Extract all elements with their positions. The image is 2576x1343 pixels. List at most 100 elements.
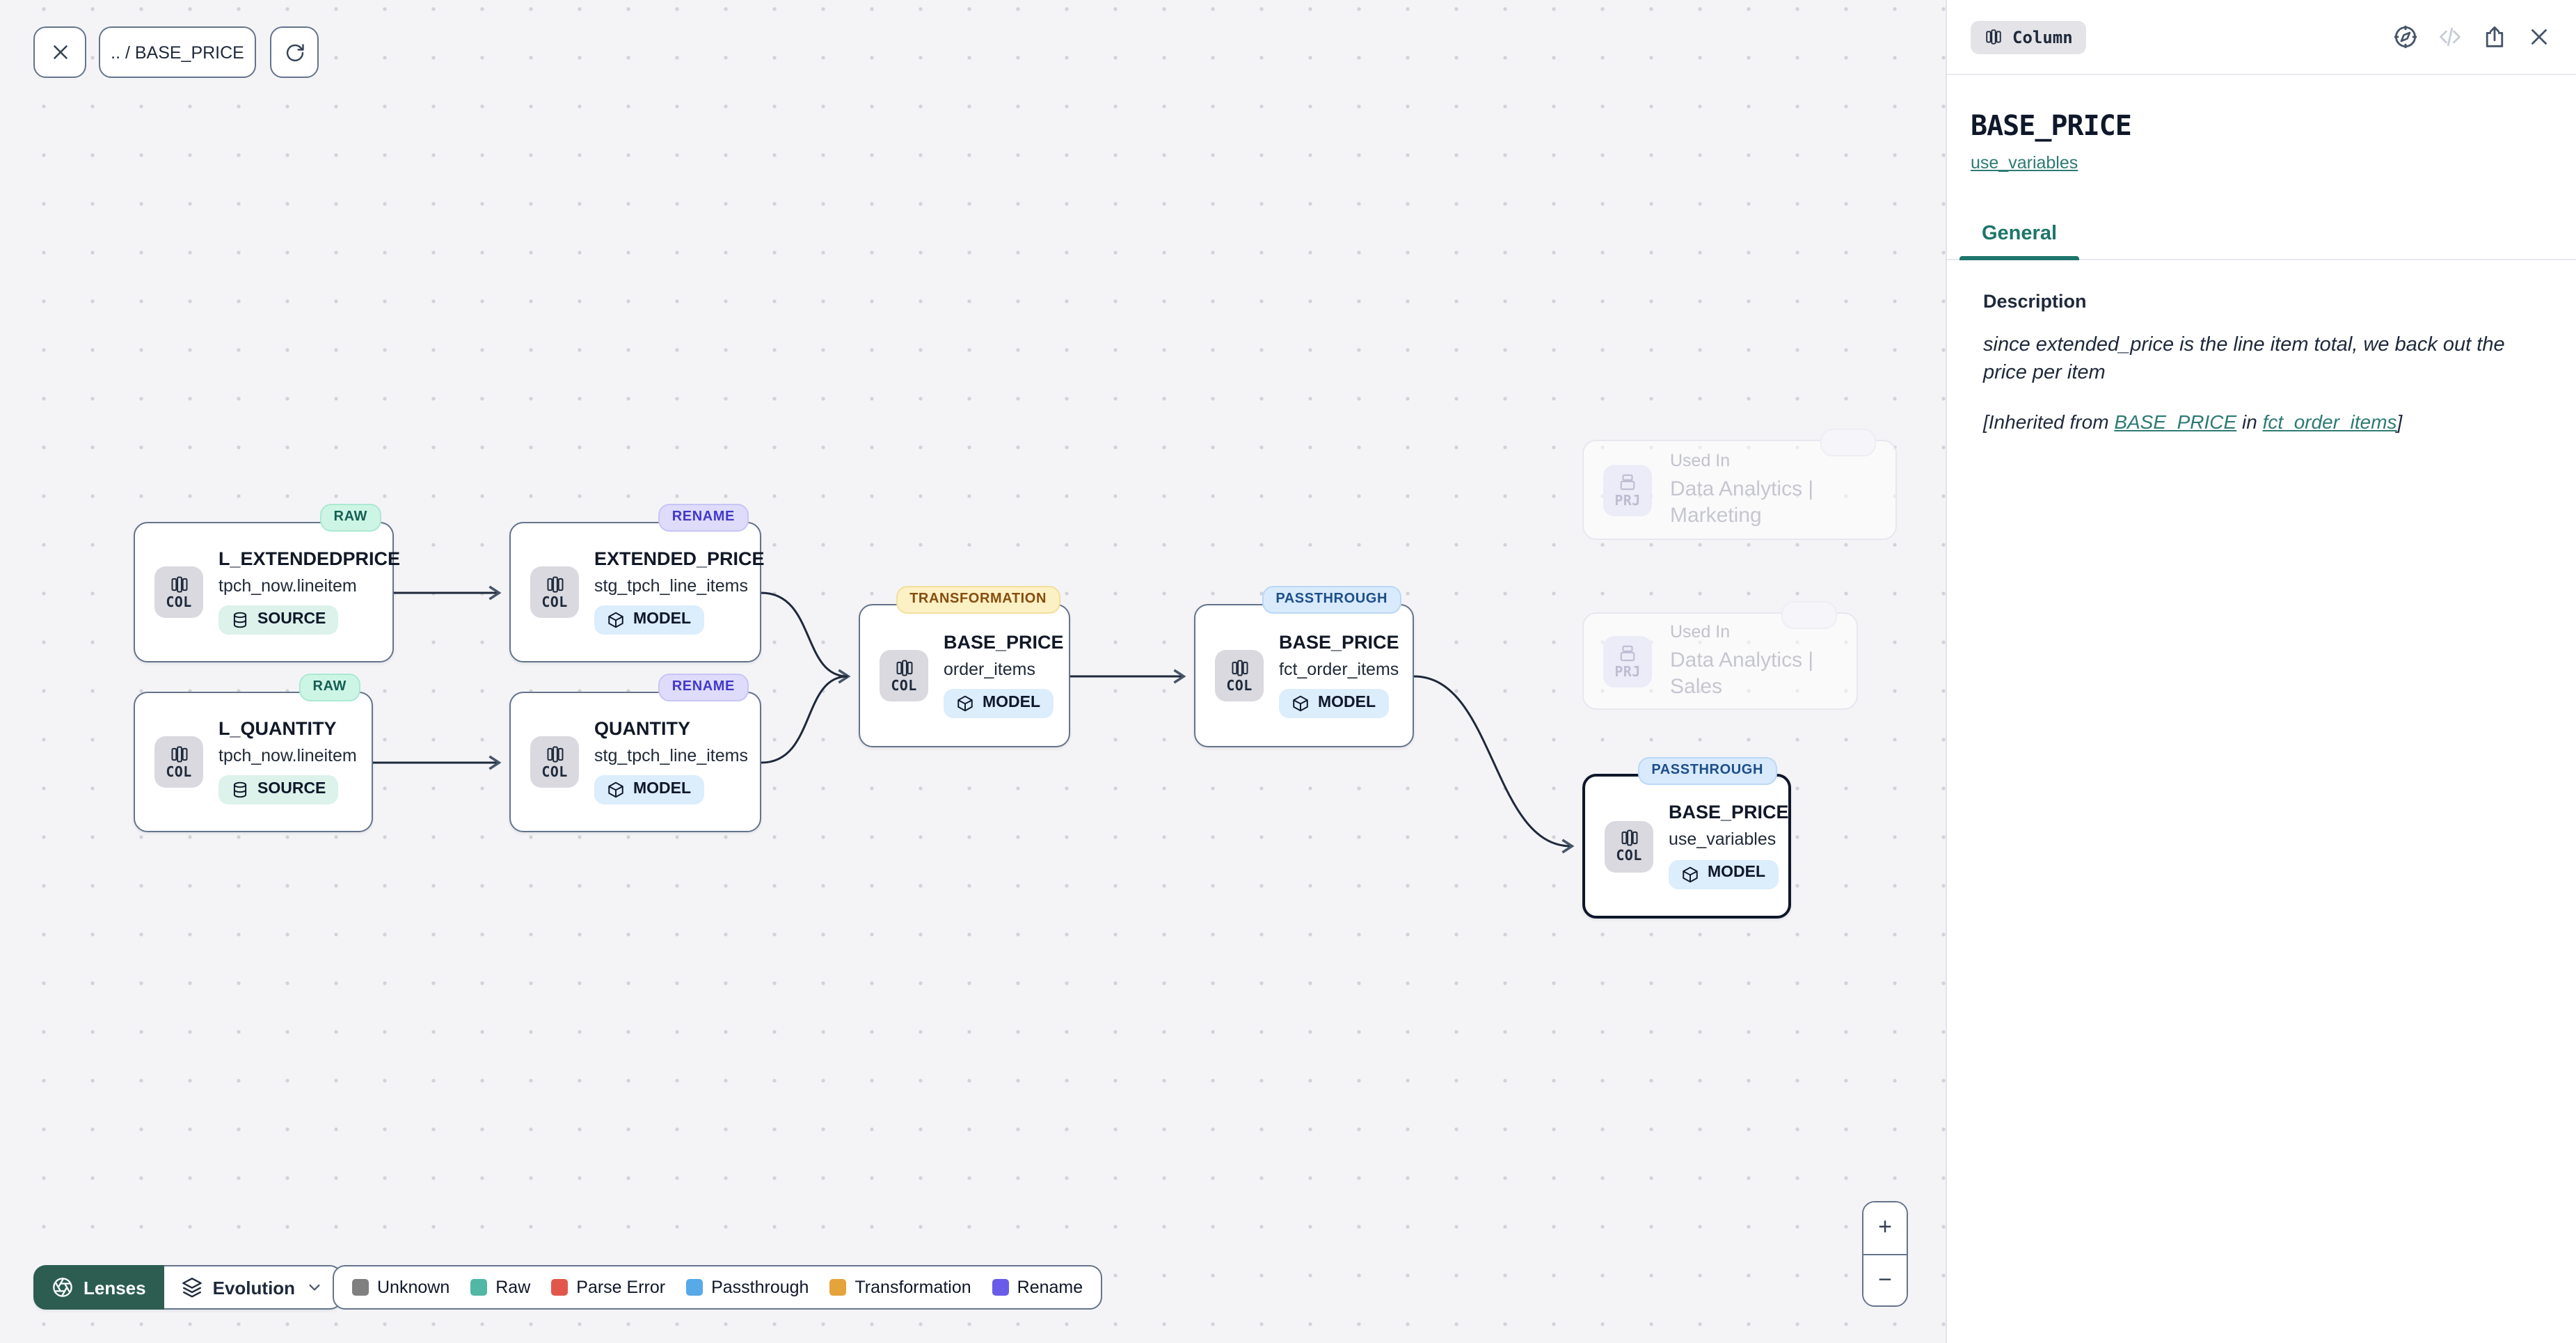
legend-label: Unknown — [377, 1278, 450, 1297]
node-kind-label: MODEL — [1318, 694, 1376, 711]
ghost-title: Data Analytics | Sales — [1670, 648, 1814, 699]
close-icon — [48, 40, 72, 64]
share-button[interactable] — [2481, 24, 2508, 50]
database-icon — [231, 611, 249, 629]
refresh-button[interactable] — [270, 26, 319, 78]
zoom-control: + − — [1862, 1201, 1908, 1307]
legend-item: Passthrough — [686, 1278, 809, 1297]
ghost-node-used-in-sales[interactable]: PRJ Used In Data Analytics | Sales — [1582, 601, 1858, 710]
ghost-used-in-label: Used In — [1670, 622, 1731, 642]
node-title: BASE_PRICE — [1279, 631, 1399, 653]
node-title: EXTENDED_PRICE — [594, 548, 765, 569]
column-type-chip: COL — [530, 736, 579, 788]
column-type-chip: COL — [1215, 650, 1264, 701]
share-icon — [2481, 24, 2508, 50]
view-selector-dropdown[interactable]: Evolution — [164, 1265, 343, 1310]
legend-label: Rename — [1017, 1278, 1083, 1297]
node-kind-label: MODEL — [633, 610, 692, 628]
node-subtitle: fct_order_items — [1279, 659, 1399, 679]
inherited-prefix: [Inherited from — [1983, 410, 2115, 433]
explore-lineage-button[interactable] — [2392, 24, 2419, 50]
legend-swatch — [992, 1279, 1009, 1296]
cube-icon — [956, 694, 974, 713]
tab-general-label: General — [1982, 223, 2057, 245]
close-panel-button[interactable] — [2526, 24, 2552, 50]
project-type-chip: PRJ — [1603, 464, 1652, 516]
column-icon — [1985, 28, 2003, 46]
lineage-node-extended-price[interactable]: RENAME COL EXTENDED_PRICE stg_tpch_line_… — [509, 504, 765, 662]
lineage-node-l-quantity[interactable]: RAW COL L_QUANTITY tpch_now.lineitem SOU… — [134, 674, 373, 832]
node-title: BASE_PRICE — [944, 631, 1064, 653]
zoom-out-button[interactable]: − — [1863, 1255, 1907, 1305]
legend-label: Parse Error — [576, 1278, 666, 1297]
panel-title: BASE_PRICE — [1971, 109, 2132, 142]
node-subtitle: order_items — [944, 659, 1035, 679]
cube-icon — [1681, 865, 1699, 883]
node-kind-label: MODEL — [1708, 864, 1766, 882]
panel-tabs: General — [1947, 212, 2576, 260]
description-heading: Description — [1983, 291, 2087, 312]
ghost-node-used-in-marketing[interactable]: PRJ Used In Data Analytics | Marketing — [1582, 429, 1897, 540]
node-status-badge: PASSTHROUGH — [1637, 757, 1777, 785]
column-icon — [894, 658, 914, 677]
legend-item: Parse Error — [551, 1278, 665, 1297]
node-kind-label: MODEL — [983, 694, 1041, 711]
chip-label: COL — [166, 765, 192, 780]
node-kind-pill: MODEL — [1669, 859, 1779, 889]
lineage-node-base-price-order-items[interactable]: TRANSFORMATION COL BASE_PRICE order_item… — [859, 586, 1070, 747]
chevron-down-icon — [305, 1278, 324, 1297]
lineage-canvas[interactable]: .. / BASE_PRICE PRJ Used In Data Analyti… — [0, 0, 1946, 1343]
node-kind-label: SOURCE — [257, 780, 326, 797]
node-title: L_EXTENDEDPRICE — [218, 548, 401, 569]
chip-label: COL — [891, 678, 917, 694]
node-status-badge: RENAME — [658, 674, 749, 701]
node-kind-label: SOURCE — [257, 610, 326, 628]
legend-swatch — [829, 1279, 847, 1296]
model-link[interactable]: use_variables — [1971, 153, 2078, 173]
node-kind-pill: MODEL — [594, 775, 704, 805]
column-icon — [169, 574, 189, 594]
ghost-used-in-label: Used In — [1670, 451, 1731, 471]
close-view-button[interactable] — [33, 26, 86, 78]
node-title: QUANTITY — [594, 717, 690, 739]
lineage-node-base-price-use-variables[interactable]: PASSTHROUGH COL BASE_PRICE use_variables… — [1582, 757, 1791, 919]
node-subtitle: tpch_now.lineitem — [218, 575, 357, 596]
column-type-chip: COL — [1605, 820, 1653, 872]
zoom-in-button[interactable]: + — [1863, 1202, 1907, 1255]
aperture-icon — [51, 1276, 74, 1298]
node-subtitle: stg_tpch_line_items — [594, 575, 748, 596]
inherited-note: [Inherited from BASE_PRICE in fct_order_… — [1983, 410, 2540, 432]
entity-type-label: Column — [2012, 27, 2073, 47]
lineage-node-base-price-fct-order-items[interactable]: PASSTHROUGH COL BASE_PRICE fct_order_ite… — [1194, 586, 1414, 747]
lineage-node-l-extendedprice[interactable]: RAW COL L_EXTENDEDPRICE tpch_now.lineite… — [134, 504, 400, 662]
inherited-model-link[interactable]: BASE_PRICE — [2114, 410, 2237, 433]
inherited-table-link[interactable]: fct_order_items — [2262, 410, 2397, 433]
entity-type-badge: Column — [1971, 20, 2087, 54]
breadcrumb[interactable]: .. / BASE_PRICE — [99, 26, 256, 78]
legend-item: Transformation — [829, 1278, 971, 1297]
legend-swatch — [551, 1279, 569, 1296]
lineage-node-quantity[interactable]: RENAME COL QUANTITY stg_tpch_line_items … — [509, 674, 761, 832]
breadcrumb-label: .. / BASE_PRICE — [111, 42, 244, 62]
details-panel: Column BASE_PRICE use_variables General … — [1946, 0, 2576, 1343]
node-status-badge: RAW — [299, 674, 360, 701]
project-icon — [1617, 471, 1638, 492]
node-kind-pill: SOURCE — [218, 775, 339, 805]
database-icon — [231, 781, 249, 799]
code-icon — [2437, 24, 2463, 50]
legend-label: Raw — [495, 1278, 531, 1297]
tab-general[interactable]: General — [1959, 212, 2079, 260]
active-tab-indicator — [1959, 256, 2079, 260]
inherited-infix: in — [2236, 410, 2263, 433]
legend-label: Passthrough — [711, 1278, 809, 1297]
legend-swatch — [470, 1279, 488, 1296]
column-icon — [1230, 658, 1249, 677]
chip-label: COL — [1616, 849, 1642, 864]
cube-icon — [607, 611, 625, 629]
node-kind-pill: MODEL — [1279, 689, 1389, 719]
view-code-button[interactable] — [2437, 24, 2463, 50]
lenses-button[interactable]: Lenses — [33, 1265, 164, 1310]
node-subtitle: stg_tpch_line_items — [594, 745, 748, 765]
status-legend: Unknown Raw Parse Error Passthrough Tran… — [333, 1265, 1103, 1310]
